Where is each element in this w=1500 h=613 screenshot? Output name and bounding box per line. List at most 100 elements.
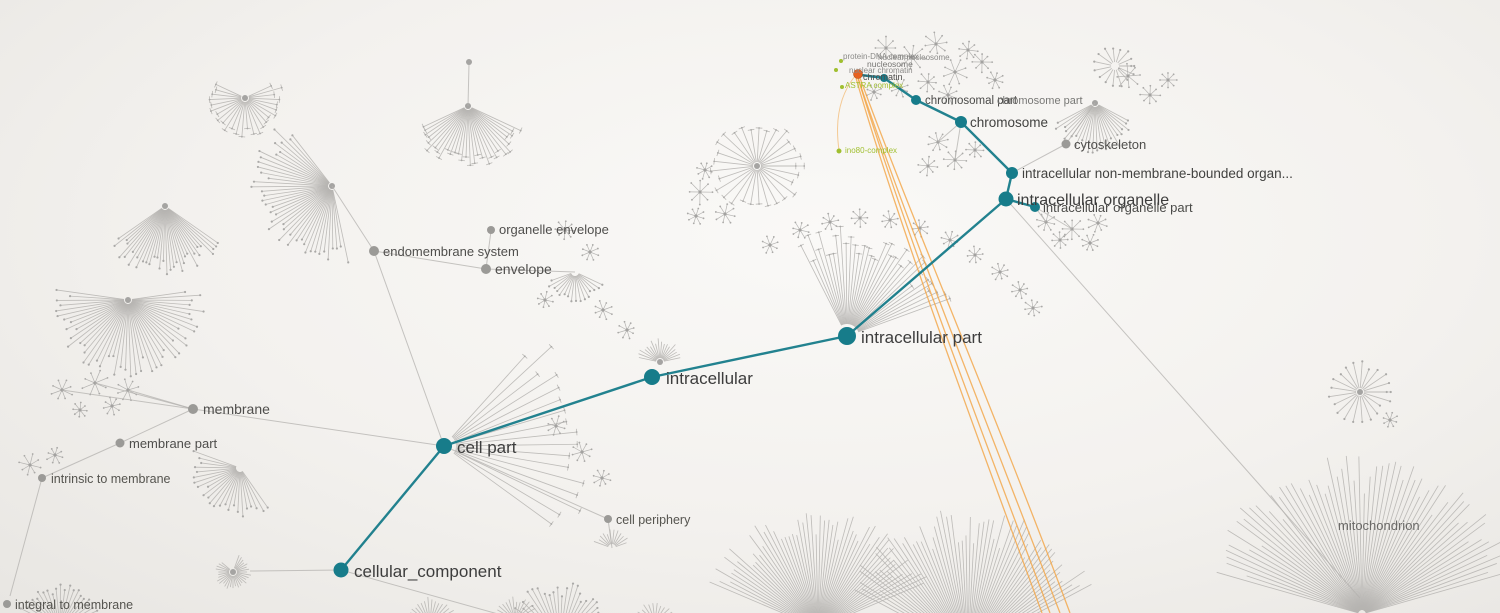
fan-tip-dot xyxy=(193,330,196,333)
term-node-cellular-component[interactable] xyxy=(333,562,349,578)
snowflake-spoke xyxy=(959,49,969,57)
fan-line xyxy=(1105,69,1114,83)
term-label-membrane[interactable]: membrane xyxy=(203,401,270,417)
fan-line xyxy=(247,100,269,118)
term-node-intracellular-organelle[interactable] xyxy=(998,191,1014,207)
term-label-chromosome[interactable]: chromosome xyxy=(970,115,1048,130)
term-node-intracellular[interactable] xyxy=(644,369,660,385)
term-label-intracellular-organelle-part[interactable]: intracellular organelle part xyxy=(1043,200,1193,215)
snowflake-center-dot xyxy=(53,453,57,457)
term-label-integral-to-membrane[interactable]: integral to membrane xyxy=(15,598,133,612)
term-label-cytoskeleton[interactable]: cytoskeleton xyxy=(1074,137,1146,152)
snowflake-tip-dot xyxy=(47,452,50,454)
term-label-intracellular-part[interactable]: intracellular part xyxy=(861,328,982,347)
fan-line xyxy=(231,101,244,129)
fan-line xyxy=(752,553,806,613)
term-label-membrane-part[interactable]: membrane part xyxy=(129,436,218,451)
snowflake-center-dot xyxy=(768,243,772,247)
term-label-protein-dna-complex[interactable]: protein-DNA complex xyxy=(843,52,919,61)
fan-tip-dot xyxy=(839,225,842,228)
lime-term-dot xyxy=(836,148,842,154)
fan-tip-dot xyxy=(175,261,178,264)
fan-tip-dot xyxy=(235,133,238,135)
fan-line xyxy=(235,101,245,135)
term-node-membrane[interactable] xyxy=(188,404,198,414)
snowflake-center-dot xyxy=(828,220,832,224)
term-node-intracellular-part[interactable] xyxy=(838,327,856,345)
fan-line xyxy=(74,599,90,613)
term-label-cell-periphery[interactable]: cell periphery xyxy=(616,513,691,527)
term-label-intracellular-non-membrane-bounded-organelle[interactable]: intracellular non-membrane-bounded organ… xyxy=(1022,166,1293,181)
term-label-nucleosome[interactable]: nucleosome xyxy=(867,59,913,69)
fan-tip-dot xyxy=(1097,52,1100,56)
fan-tip-dot xyxy=(587,295,590,299)
term-label-nuclear-chromatin[interactable]: nuclear chromatin xyxy=(849,66,913,75)
snowflake-tip-dot xyxy=(1011,290,1013,293)
fan-tip-dot xyxy=(273,128,276,131)
term-label-cell-part[interactable]: cell part xyxy=(457,438,517,457)
fan-line xyxy=(760,167,793,183)
fan-line xyxy=(1096,106,1118,136)
term-label-cellular-component[interactable]: cellular_component xyxy=(354,562,502,581)
term-node-intracellular-organelle-part[interactable] xyxy=(1030,202,1040,212)
snowflake-spoke xyxy=(29,464,41,468)
fan-line xyxy=(78,605,89,613)
highlight-path-layer xyxy=(339,73,1037,572)
fan-tip-dot xyxy=(126,242,129,245)
fan-line xyxy=(903,537,948,613)
snowflake-center-dot xyxy=(993,78,997,82)
term-node-envelope[interactable] xyxy=(481,264,491,274)
term-node-chromosome[interactable] xyxy=(955,116,967,128)
term-node-integral-to-membrane[interactable] xyxy=(3,600,11,608)
term-label-intracellular-organelle[interactable]: intracellular organelle xyxy=(1017,192,1169,209)
term-node-cytoskeleton[interactable] xyxy=(1061,139,1071,149)
fan-tip-dot xyxy=(27,606,30,609)
term-label-chromosome-part[interactable]: chromosome part xyxy=(997,95,1083,107)
snowflake-tip-dot xyxy=(69,385,72,388)
fan-line xyxy=(314,189,332,252)
snowflake-spoke xyxy=(935,35,943,45)
fan-tip-dot xyxy=(794,165,797,167)
term-node-cell-part[interactable] xyxy=(436,438,452,454)
term-node-organelle-envelope[interactable] xyxy=(487,226,495,234)
fan-tip-dot xyxy=(55,288,58,292)
term-node-membrane-part[interactable] xyxy=(115,438,125,448)
fan-line xyxy=(1361,395,1372,420)
term-label-intrinsic-to-membrane[interactable]: intrinsic to membrane xyxy=(51,472,171,486)
fan-line xyxy=(968,516,971,613)
fan-tip-dot xyxy=(274,213,278,216)
term-node-cell-periphery[interactable] xyxy=(604,515,612,523)
term-label-envelope[interactable]: envelope xyxy=(495,261,552,277)
term-label-intracellular[interactable]: intracellular xyxy=(666,369,753,388)
fan-line xyxy=(615,537,628,547)
chromatin-path-node[interactable] xyxy=(880,74,888,82)
fan-line xyxy=(265,186,329,205)
fan-line xyxy=(750,169,757,205)
snowflake-cluster xyxy=(696,162,713,180)
term-label-nuclear-nucleosome[interactable]: nuclear nucleosome xyxy=(878,53,950,62)
snowflake-center-dot xyxy=(998,270,1002,274)
term-node-intrinsic-to-membrane[interactable] xyxy=(38,474,46,482)
snowflake-spoke xyxy=(94,377,108,384)
fan-apex-dot xyxy=(754,163,760,169)
term-label-organelle-envelope[interactable]: organelle envelope xyxy=(499,222,609,237)
fan-line xyxy=(229,575,233,588)
snowflake-tip-dot xyxy=(1037,225,1040,228)
term-node-endomembrane-system[interactable] xyxy=(369,246,379,256)
term-label-chromosomal-part[interactable]: chromosomal part xyxy=(925,95,1018,107)
term-node-intracellular-non-membrane-bounded-organelle[interactable] xyxy=(1006,167,1018,179)
snowflake-tip-dot xyxy=(722,221,725,224)
term-label-endomembrane-system[interactable]: endomembrane system xyxy=(383,244,519,259)
fan-tip-dot xyxy=(27,600,30,604)
term-label-ino80-complex[interactable]: ino80-complex xyxy=(845,146,897,155)
query-term-node-orange[interactable] xyxy=(853,69,863,79)
fan-tip-dot xyxy=(565,587,569,590)
fan-tip-dot xyxy=(266,506,269,509)
term-label-astra-complex[interactable]: ASTRA complex xyxy=(845,81,903,90)
term-label-mitochondrion[interactable]: mitochondrion xyxy=(1338,518,1420,533)
fan-line xyxy=(233,575,236,587)
fan-tip-dot xyxy=(199,294,202,297)
term-label-chromatin[interactable]: chromatin xyxy=(863,72,903,82)
term-node-chromosomal-part[interactable] xyxy=(911,95,921,105)
